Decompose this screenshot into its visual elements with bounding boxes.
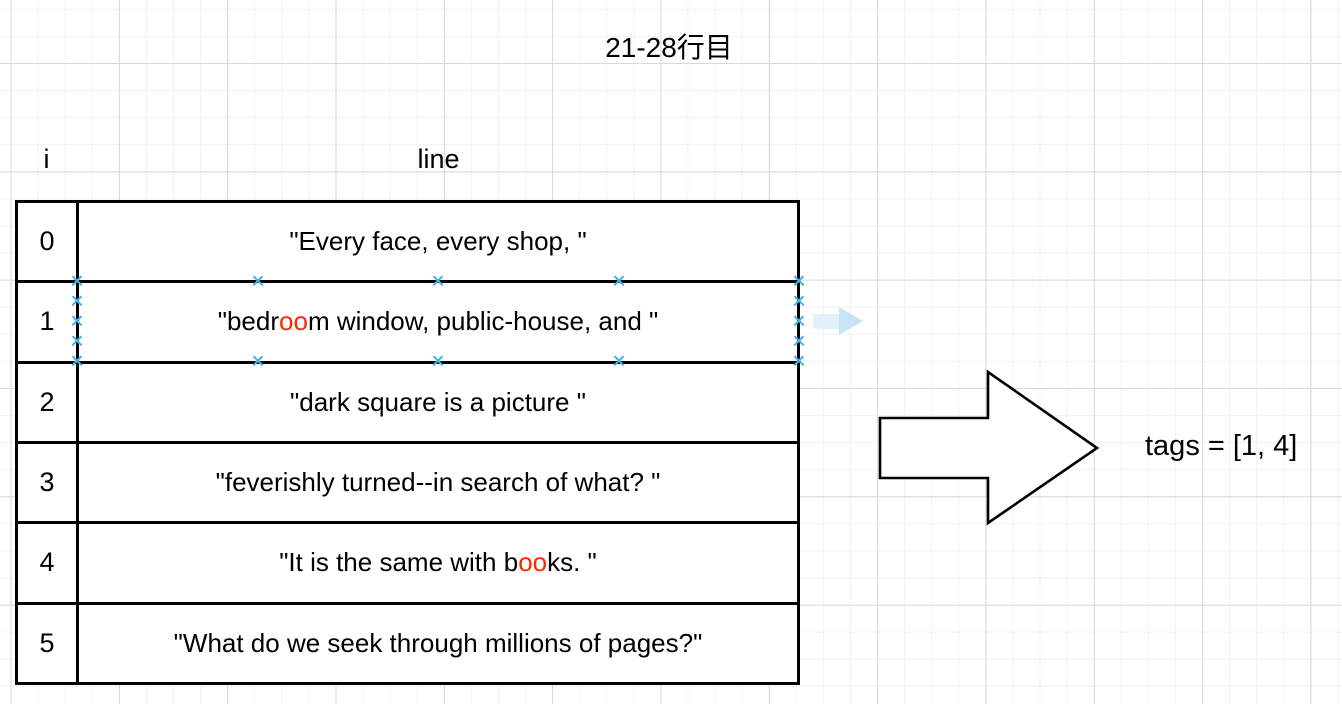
cell-line[interactable]: "dark square is a picture "	[79, 364, 797, 441]
table-row[interactable]: 0 "Every face, every shop, "	[18, 203, 797, 281]
big-arrow-shape[interactable]	[870, 363, 1115, 533]
connection-point-icon[interactable]	[793, 315, 805, 327]
cell-line[interactable]: "Every face, every shop, "	[79, 203, 797, 280]
cell-line[interactable]: "What do we seek through millions of pag…	[79, 605, 797, 682]
title-label[interactable]: 21-28行目	[605, 32, 733, 63]
connection-point-icon[interactable]	[71, 335, 83, 347]
line-text: "feverishly turned--in search of what? "	[215, 467, 661, 498]
connection-point-icon[interactable]	[793, 355, 805, 367]
table-row[interactable]: 3 "feverishly turned--in search of what?…	[18, 440, 797, 522]
connection-point-icon[interactable]	[432, 275, 444, 287]
line-text: ks. "	[547, 547, 597, 578]
line-text: "What do we seek through millions of pag…	[173, 627, 703, 658]
connection-point-icon[interactable]	[432, 355, 444, 367]
line-text: "dark square is a picture "	[290, 386, 586, 417]
connection-point-icon[interactable]	[71, 355, 83, 367]
line-text-highlight: oo	[518, 547, 548, 578]
cell-index[interactable]: 0	[18, 203, 79, 281]
line-text: m window, public-house, and "	[307, 306, 659, 337]
connection-point-icon[interactable]	[71, 295, 83, 307]
table-row[interactable]: 5 "What do we seek through millions of p…	[18, 601, 797, 682]
line-text: "It is the same with b	[279, 547, 519, 578]
connection-point-icon[interactable]	[613, 275, 625, 287]
direction-hint-arrow-icon[interactable]	[813, 307, 863, 335]
cell-index[interactable]: 4	[18, 524, 79, 602]
cell-index[interactable]: 1	[18, 283, 79, 361]
line-text: "Every face, every shop, "	[289, 226, 587, 257]
connection-point-icon[interactable]	[252, 355, 264, 367]
connection-point-icon[interactable]	[613, 355, 625, 367]
table-row[interactable]: 2 "dark square is a picture "	[18, 360, 797, 441]
line-text-highlight: oo	[279, 306, 308, 337]
connection-point-icon[interactable]	[71, 275, 83, 287]
connection-point-icon[interactable]	[793, 275, 805, 287]
cell-index[interactable]: 2	[18, 363, 79, 441]
tags-label[interactable]: tags = [1, 4]	[1145, 430, 1298, 462]
connection-point-icon[interactable]	[252, 275, 264, 287]
cell-line[interactable]: "feverishly turned--in search of what? "	[79, 444, 797, 521]
cell-index[interactable]: 5	[18, 604, 79, 682]
header-index-label[interactable]: i	[43, 144, 50, 174]
header-line-label[interactable]: line	[417, 144, 460, 174]
connection-point-icon[interactable]	[793, 295, 805, 307]
connection-point-icon[interactable]	[793, 335, 805, 347]
cell-index[interactable]: 3	[18, 443, 79, 522]
line-text: "bedr	[217, 306, 280, 337]
connection-point-icon[interactable]	[71, 315, 83, 327]
